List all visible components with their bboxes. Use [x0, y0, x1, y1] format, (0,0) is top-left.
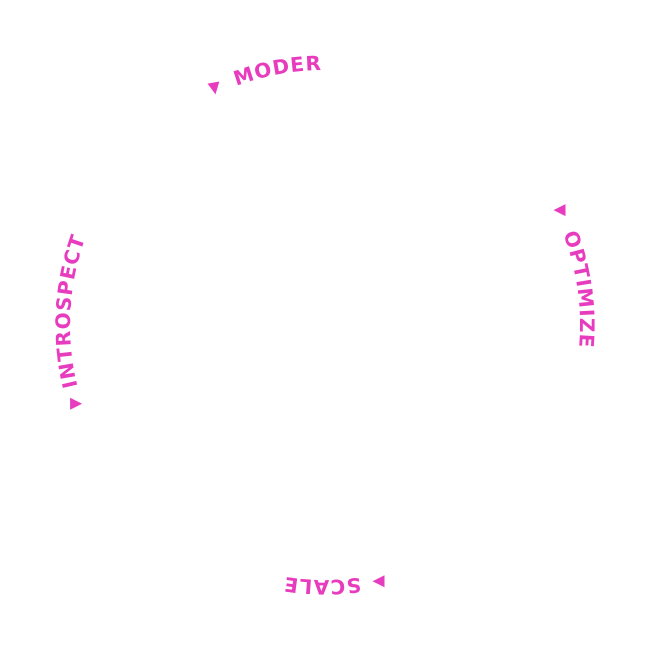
triangle-arrow-icon — [553, 204, 566, 217]
triangle-arrow-icon — [70, 397, 83, 410]
label-modernize: MODERNIZE — [0, 0, 322, 90]
label-introspect: INTROSPECT — [51, 231, 90, 390]
triangle-arrow-icon — [207, 81, 220, 95]
label-optimize: OPTIMIZE — [559, 228, 599, 350]
label-text: SCALE — [282, 572, 361, 599]
label-scale: SCALE — [282, 572, 362, 599]
label-text: MODERNIZE — [0, 0, 321, 90]
label-text: OPTIMIZE — [559, 228, 598, 350]
triangle-arrow-icon — [372, 575, 385, 588]
label-text: INTROSPECT — [51, 231, 89, 390]
